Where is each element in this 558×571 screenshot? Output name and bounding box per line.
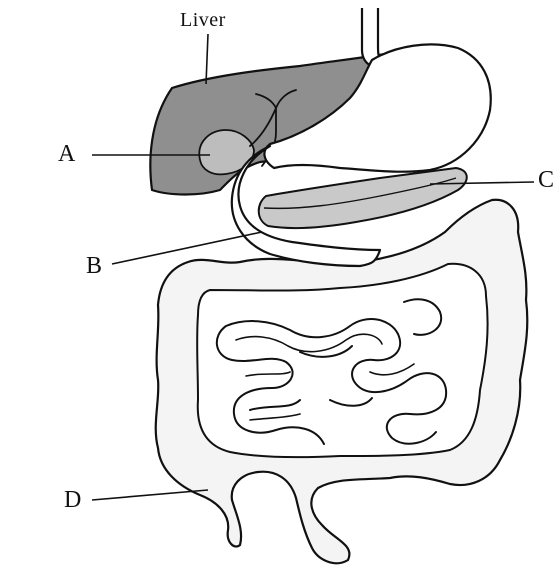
label-d: D	[64, 488, 81, 512]
pancreas	[259, 168, 467, 228]
leader-line-d	[92, 490, 208, 500]
label-liver: Liver	[180, 10, 226, 30]
leader-line-liver	[206, 34, 208, 84]
label-b: B	[86, 254, 102, 278]
label-a: A	[58, 142, 75, 166]
leader-line-b	[112, 232, 262, 264]
label-c: C	[538, 168, 554, 192]
